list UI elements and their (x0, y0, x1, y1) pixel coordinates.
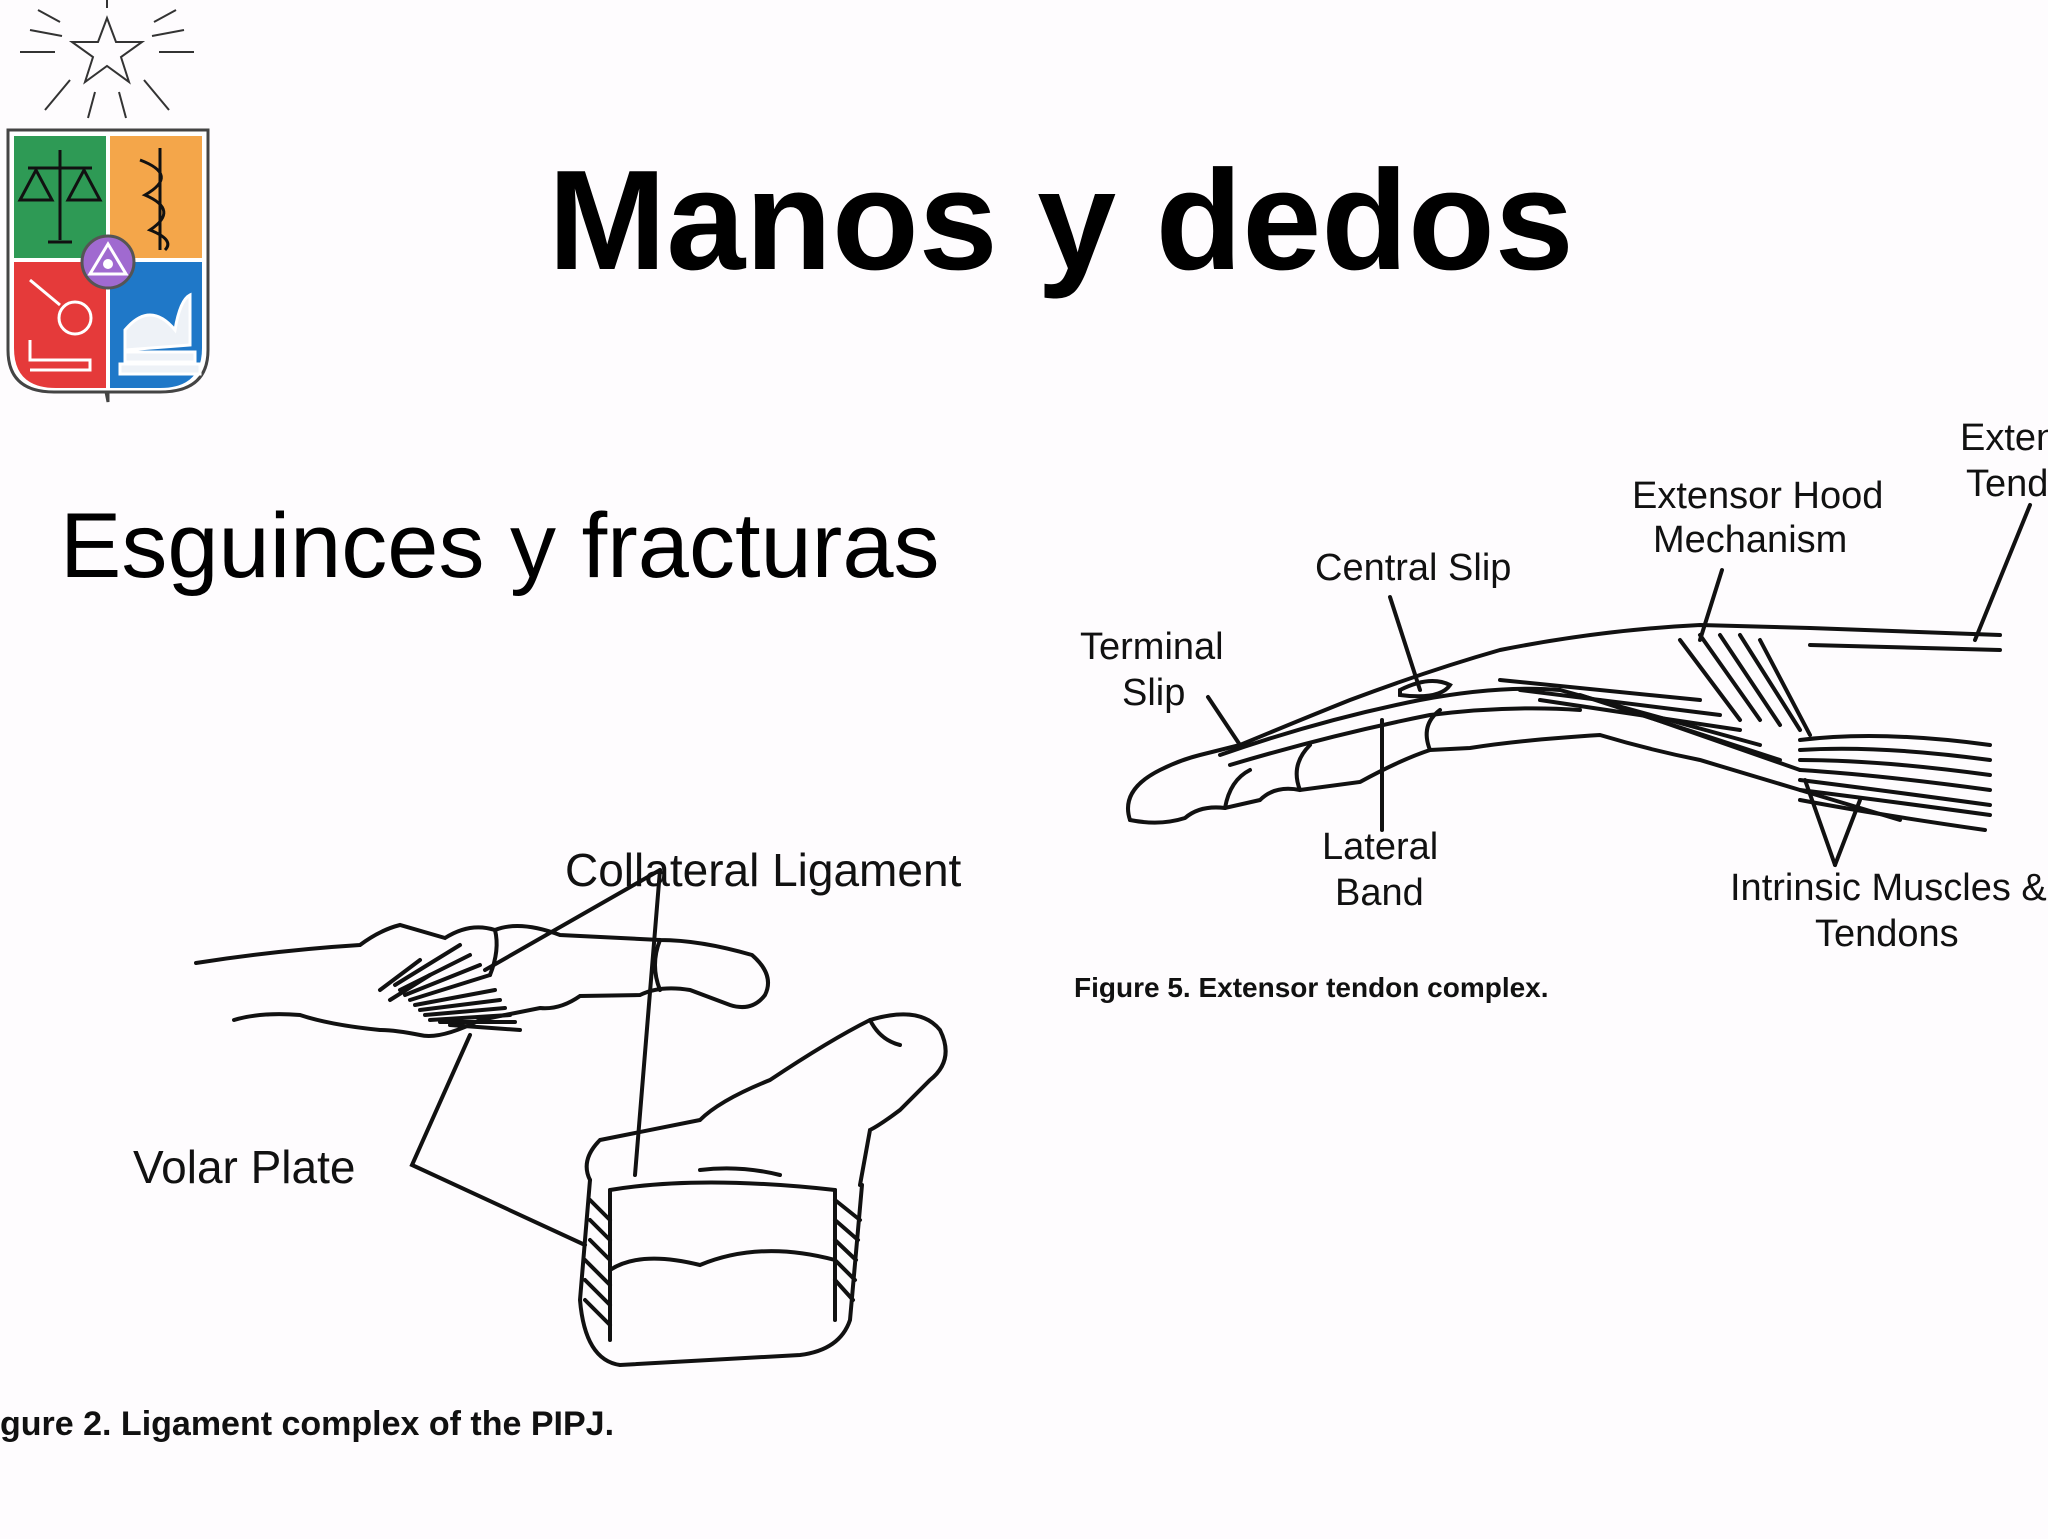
label-extensor-tendon-1: Exten (1960, 417, 2048, 459)
university-logo (6, 0, 210, 403)
label-terminal-slip-2: Slip (1122, 672, 1186, 714)
figure-5-caption: Figure 5. Extensor tendon complex. (1074, 972, 1549, 1003)
ligament-illustration (194, 868, 948, 1368)
extensor-illustration (1126, 503, 2032, 867)
label-volar-plate: Volar Plate (133, 1141, 356, 1193)
label-collateral-ligament: Collateral Ligament (565, 844, 962, 896)
label-extensor-hood-2: Mechanism (1653, 519, 1848, 561)
slide-subtitle: Esguinces y fracturas (60, 495, 940, 597)
star-icon (20, 0, 194, 119)
label-intrinsic-muscles-1: Intrinsic Muscles & (1730, 867, 2047, 909)
label-central-slip: Central Slip (1315, 547, 1512, 589)
label-intrinsic-muscles-2: Tendons (1815, 913, 1959, 955)
label-lateral-band-2: Band (1335, 872, 1424, 914)
label-extensor-hood-1: Extensor Hood (1632, 475, 1884, 517)
label-lateral-band-1: Lateral (1322, 826, 1439, 868)
figure-2-caption: gure 2. Ligament complex of the PIPJ. (0, 1405, 615, 1443)
label-extensor-tendon-2: Tend (1966, 463, 2048, 505)
shield-icon (6, 128, 210, 403)
label-terminal-slip-1: Terminal (1080, 626, 1224, 668)
slide-title: Manos y dedos (548, 141, 1574, 300)
